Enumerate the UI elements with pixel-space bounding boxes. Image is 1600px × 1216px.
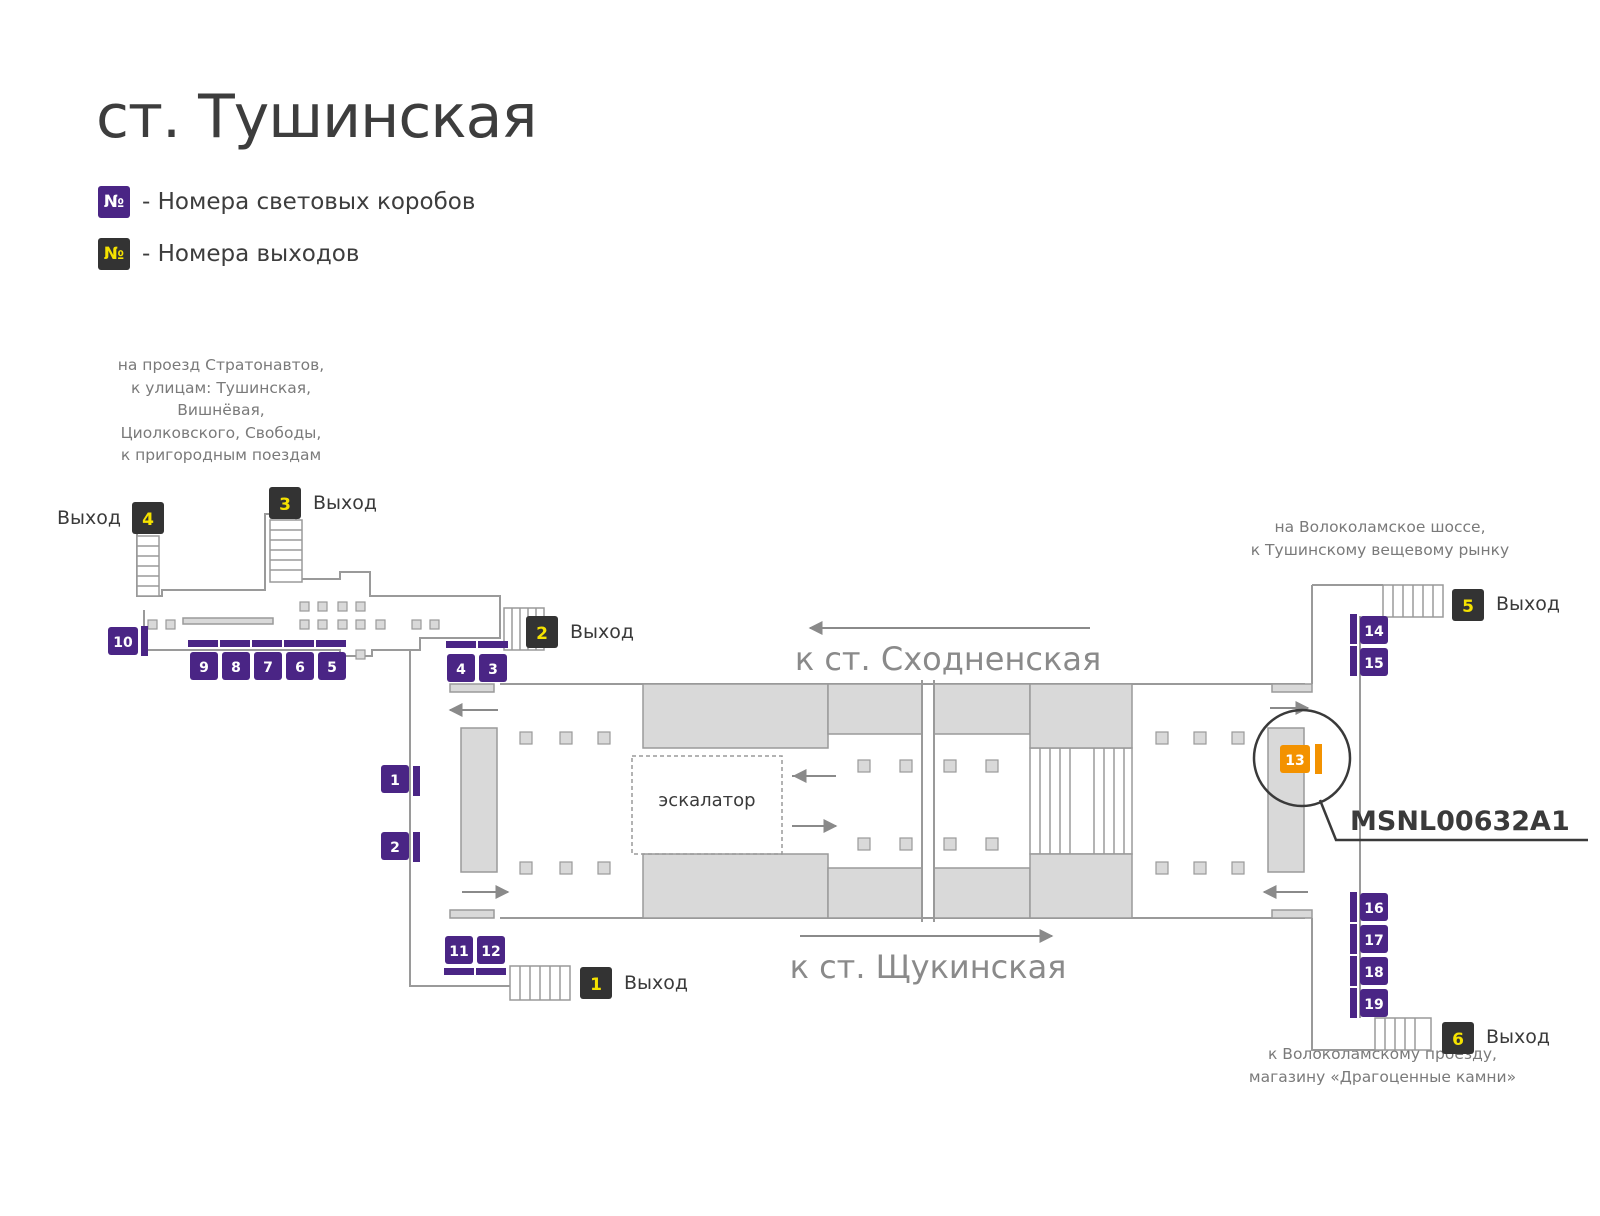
escalator-stairs-east [1029, 747, 1133, 855]
lightbox-18: 18 [1360, 957, 1388, 985]
lightbox-badges: 1 2 3 4 5 6 7 8 9 10 11 12 14 15 16 17 1… [108, 616, 1388, 1017]
svg-text:15: 15 [1364, 656, 1383, 672]
svg-text:18: 18 [1364, 965, 1383, 981]
exit-2: 2 Выход [526, 616, 634, 648]
highlight-leader-line [1318, 799, 1588, 842]
exit-3: 3 Выход [269, 487, 377, 519]
lightbox-8: 8 [222, 652, 250, 680]
legend-lightbox-text: - Номера световых коробов [142, 189, 476, 215]
exit-1-number: 1 [590, 975, 602, 995]
svg-text:7: 7 [263, 660, 273, 676]
svg-text:19: 19 [1364, 997, 1383, 1013]
exit-2-label: Выход [570, 621, 634, 643]
svg-text:8: 8 [231, 660, 241, 676]
exit-1-label: Выход [624, 972, 688, 994]
upper-vestibule [136, 513, 1383, 1051]
highlight-circle [1252, 708, 1352, 808]
exit-6: 6 Выход [1442, 1022, 1550, 1054]
lightbox-3: 3 [479, 654, 507, 682]
lightbox-11: 11 [445, 936, 473, 964]
svg-text:2: 2 [390, 840, 400, 856]
lightbox-17: 17 [1360, 925, 1388, 953]
lightbox-16: 16 [1360, 893, 1388, 921]
lightbox-6: 6 [286, 652, 314, 680]
exit-1: 1 Выход [580, 967, 688, 999]
svg-text:5: 5 [327, 660, 337, 676]
exit-6-label: Выход [1486, 1026, 1550, 1048]
note-north: на проезд Стратонавтов, к улицам: Тушинс… [117, 356, 325, 464]
legend-lightbox-row: № - Номера световых коробов [98, 186, 475, 218]
direction-top-label: к ст. Сходненская [795, 640, 1101, 678]
legend-exit-row: № - Номера выходов [98, 238, 359, 270]
structures [182, 617, 1313, 919]
lightbox-19: 19 [1360, 989, 1388, 1017]
exit-4-number: 4 [142, 510, 154, 530]
svg-text:6: 6 [295, 660, 305, 676]
lightbox-15: 15 [1360, 648, 1388, 676]
columns [147, 601, 1245, 875]
escalator-area [631, 755, 783, 855]
station-title: ст. Тушинская [96, 82, 537, 152]
lightbox-14: 14 [1360, 616, 1388, 644]
lightbox-1: 1 [381, 765, 409, 793]
svg-text:14: 14 [1364, 624, 1384, 640]
center-divider [921, 680, 935, 922]
exit-6-number: 6 [1452, 1030, 1464, 1050]
exit-4: Выход 4 [57, 502, 164, 534]
lightbox-13-number: 13 [1285, 753, 1304, 769]
stairs-exit-3 [269, 519, 303, 583]
exit-5-number: 5 [1462, 597, 1474, 617]
lightbox-7: 7 [254, 652, 282, 680]
stairs-exit-4 [136, 535, 160, 597]
stairs-exit-5 [1382, 584, 1444, 618]
lightbox-9: 9 [190, 652, 218, 680]
legend-exit-badge: № [98, 238, 130, 270]
exit-2-number: 2 [536, 624, 548, 644]
exit-5: 5 Выход [1452, 589, 1560, 621]
direction-bottom-label: к ст. Щукинская [790, 948, 1067, 986]
exit-5-label: Выход [1496, 593, 1560, 615]
legend-lightbox-badge: № [98, 186, 130, 218]
flow-arrows [448, 621, 1310, 943]
svg-text:4: 4 [456, 662, 466, 678]
svg-text:12: 12 [481, 944, 500, 960]
lightbox-5: 5 [318, 652, 346, 680]
lightbox-2: 2 [381, 832, 409, 860]
svg-text:9: 9 [199, 660, 209, 676]
lightbox-10: 10 [108, 627, 138, 655]
highlight-lightbox-13: 13 MSNL00632A1 [1252, 708, 1588, 842]
lightbox-4: 4 [447, 654, 475, 682]
exit-4-label: Выход [57, 507, 121, 529]
svg-text:3: 3 [488, 662, 498, 678]
highlight-code: MSNL00632A1 [1350, 806, 1570, 837]
escalator-label: эскалатор [658, 790, 755, 811]
lightbox-bars [141, 614, 1357, 1018]
svg-text:16: 16 [1364, 901, 1383, 917]
stairs [136, 519, 1444, 1051]
legend-exit-text: - Номера выходов [142, 241, 360, 267]
note-east-top: на Волоколамское шоссе, к Тушинскому вещ… [1250, 518, 1510, 559]
svg-text:1: 1 [390, 773, 400, 789]
lightbox-12: 12 [477, 936, 505, 964]
svg-text:11: 11 [449, 944, 468, 960]
stairs-exit-1 [509, 965, 571, 1001]
svg-text:10: 10 [113, 635, 133, 651]
stairs-exit-6 [1374, 1017, 1432, 1051]
exit-3-label: Выход [313, 492, 377, 514]
exit-3-number: 3 [279, 495, 291, 515]
svg-text:17: 17 [1364, 933, 1383, 949]
